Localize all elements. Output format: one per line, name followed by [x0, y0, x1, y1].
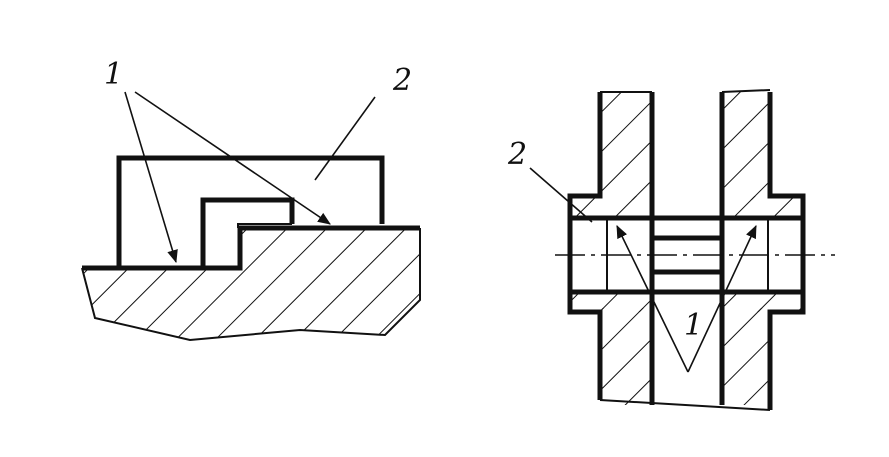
- left-leader-1a: [124, 91, 178, 264]
- right-left-wall: [600, 92, 650, 200]
- left-step-inner-edge: [237, 223, 292, 228]
- right-left-flange: [570, 196, 652, 218]
- right-leader-2: [529, 167, 593, 223]
- right-right-lower-wall: [723, 308, 770, 405]
- right-outer-outline-r: [767, 92, 806, 410]
- right-callout-1: 1: [684, 308, 703, 343]
- right-right-wall: [723, 92, 770, 200]
- right-leader-1a: [616, 225, 689, 373]
- left-step-insert: [200, 197, 295, 268]
- right-outer-outline: [567, 92, 603, 400]
- right-figure: 1 2: [507, 89, 835, 411]
- left-base-part: [82, 228, 420, 340]
- right-callout-2: 2: [507, 137, 527, 172]
- right-left-lower-flange: [570, 292, 652, 312]
- right-leader-1b: [687, 225, 757, 373]
- left-callout-1: 1: [104, 57, 123, 92]
- right-right-flange: [723, 196, 803, 218]
- left-figure: 1 2: [81, 57, 421, 342]
- left-base-break-edge: [81, 228, 421, 342]
- left-callout-2: 2: [392, 63, 412, 98]
- left-leader-1b: [134, 91, 331, 225]
- left-base-top-edge: [82, 225, 420, 271]
- right-right-lower-flange: [723, 292, 803, 312]
- left-leader-2: [314, 96, 376, 181]
- right-top-edge-r: [721, 89, 771, 93]
- left-cover-part: [116, 155, 385, 268]
- right-left-lower-wall: [600, 308, 650, 405]
- right-bottom-edge: [599, 399, 771, 411]
